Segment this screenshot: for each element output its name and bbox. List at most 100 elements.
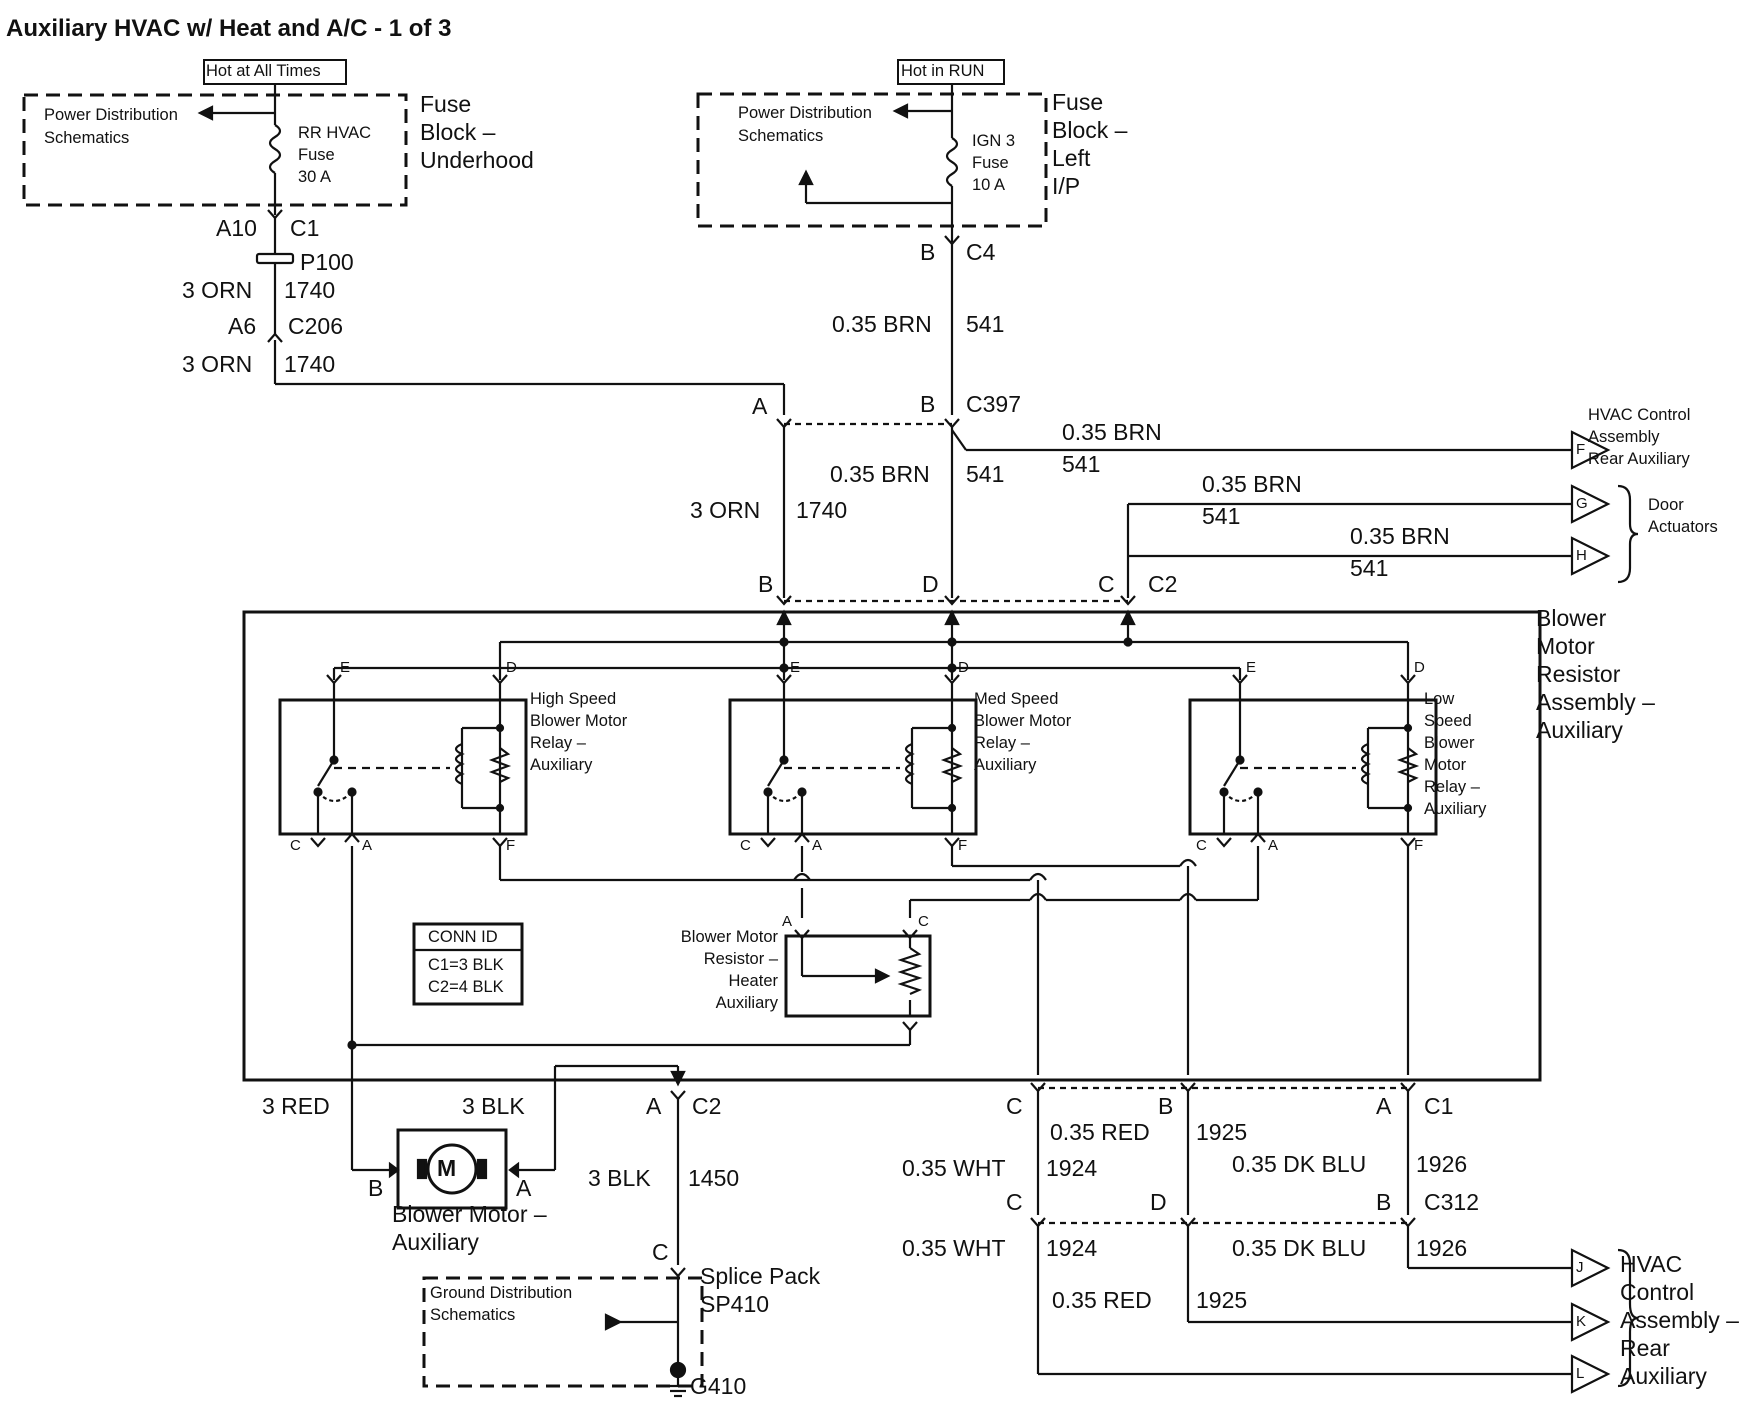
conn-b-c312: B <box>1376 1189 1392 1215</box>
conn-c312: C312 <box>1424 1189 1479 1215</box>
door-actuators-link[interactable]: Door Actuators <box>1648 496 1718 536</box>
terminal-j-icon <box>1570 1248 1611 1288</box>
brace-hvac-control <box>1617 1248 1639 1388</box>
r3-pin-d: D <box>1414 659 1425 676</box>
hvac-control-rear-link-2[interactable]: HVAC Control Assembly – Rear Auxiliary <box>1620 1251 1739 1389</box>
wire-3red: 3 RED <box>262 1093 330 1119</box>
conn-a-c2: A <box>646 1093 662 1119</box>
power-distribution-link-2[interactable]: Power Distribution Schematics <box>738 104 872 145</box>
conn-b-c397: B <box>920 391 936 417</box>
conn-id-c1: C1=3 BLK <box>428 956 504 974</box>
conn-id-c2: C2=4 BLK <box>428 978 504 996</box>
high-relay-outline <box>278 698 528 836</box>
circuit-1450: 1450 <box>688 1165 740 1191</box>
conn-c-bottom: C <box>1006 1093 1023 1119</box>
power-distribution-link-1[interactable]: Power Distribution Schematics <box>44 106 178 147</box>
terminal-h: H <box>1576 547 1587 564</box>
wire-dkblu-2: 0.35 DK BLU <box>1232 1235 1367 1261</box>
arrow-right-icon <box>874 968 891 984</box>
motor-pin-a: A <box>516 1175 532 1201</box>
terminal-f: F <box>1576 441 1586 458</box>
fuse-block-underhood-outline <box>22 93 408 207</box>
circuit-1925-1: 1925 <box>1196 1119 1248 1145</box>
r2-pin-c: C <box>740 837 751 854</box>
circuit-541-1: 541 <box>966 311 1005 337</box>
hvac-control-rear-link-1[interactable]: HVAC Control Assembly Rear Auxiliary <box>1588 406 1691 468</box>
conn-a6: A6 <box>228 313 257 339</box>
fuse-icon-1 <box>268 124 282 174</box>
conn-a-bottom: A <box>1376 1093 1392 1119</box>
terminal-g: G <box>1576 495 1588 512</box>
fuse-icon-2 <box>945 137 959 187</box>
conn-d-top: D <box>922 571 939 597</box>
wire-3orn-3: 3 ORN <box>690 497 761 523</box>
low-relay-outline <box>1188 698 1438 836</box>
conn-c1-top: C1 <box>290 215 320 241</box>
wire-brn-5: 0.35 BRN <box>1350 523 1450 549</box>
high-relay-internals <box>313 683 512 834</box>
terminal-l-icon <box>1570 1354 1611 1394</box>
page-title: Auxiliary HVAC w/ Heat and A/C - 1 of 3 <box>6 15 452 42</box>
fuse-block-left-ip-label: Fuse Block – Left I/P <box>1052 89 1128 199</box>
splice-pack-outline <box>422 1276 704 1388</box>
r3-pin-c: C <box>1196 837 1207 854</box>
r3-pin-f: F <box>1414 837 1424 854</box>
conn-c2-bottom: C2 <box>692 1093 722 1119</box>
blower-motor-outline <box>396 1128 508 1210</box>
circuit-1926-2: 1926 <box>1416 1235 1468 1261</box>
circuit-541-4: 541 <box>1202 503 1241 529</box>
arrow-up-icon <box>798 169 814 186</box>
hot-all-times-label: Hot at All Times <box>206 62 321 80</box>
low-relay-internals <box>1219 683 1420 834</box>
conn-id-title: CONN ID <box>428 928 498 946</box>
circuit-541-5: 541 <box>1350 555 1389 581</box>
wire-brn-2: 0.35 BRN <box>830 461 930 487</box>
brace-door-actuators <box>1617 484 1639 584</box>
fuse-block-left-ip-outline <box>696 92 1048 228</box>
conn-b-c4: B <box>920 239 936 265</box>
arrow-right-icon <box>604 1313 623 1331</box>
splice-pack-label: Splice Pack SP410 <box>700 1263 821 1317</box>
ground-distribution-link[interactable]: Ground Distribution Schematics <box>430 1284 573 1324</box>
res-pin-a: A <box>782 913 793 930</box>
resistor-assembly-outline <box>242 610 1542 1082</box>
r1-pin-f: F <box>506 837 516 854</box>
conn-a10: A10 <box>216 215 257 241</box>
terminal-l: L <box>1576 1365 1585 1382</box>
hot-in-run-label: Hot in RUN <box>901 62 985 80</box>
conn-c397: C397 <box>966 391 1021 417</box>
circuit-1925-2: 1925 <box>1196 1287 1248 1313</box>
r2-pin-a: A <box>812 837 823 854</box>
terminal-j: J <box>1576 1259 1584 1276</box>
terminal-g-icon <box>1570 484 1611 524</box>
wire-brn-3: 0.35 BRN <box>1062 419 1162 445</box>
blower-motor-label: Blower Motor – Auxiliary <box>392 1201 547 1255</box>
conn-c2-top: C2 <box>1148 571 1178 597</box>
wire-3orn-1: 3 ORN <box>182 277 253 303</box>
r2-pin-e: E <box>790 659 801 676</box>
terminal-k-icon <box>1570 1302 1611 1342</box>
circuit-541-3: 541 <box>1062 451 1101 477</box>
conn-d-c312: D <box>1150 1189 1167 1215</box>
med-relay-internals <box>763 683 964 834</box>
blower-motor-resistor-assembly-label: Blower Motor Resistor Assembly – Auxilia… <box>1536 605 1655 743</box>
r1-pin-a: A <box>362 837 373 854</box>
circuit-1740-1: 1740 <box>284 277 336 303</box>
high-speed-relay-label: High Speed Blower Motor Relay – Auxiliar… <box>530 690 628 774</box>
terminal-h-icon <box>1570 536 1611 576</box>
r1-pin-e: E <box>340 659 351 676</box>
wire-3blk-1: 3 BLK <box>462 1093 525 1119</box>
fuse-block-underhood-label: Fuse Block – Underhood <box>420 91 534 173</box>
r1-pin-c: C <box>290 837 301 854</box>
resistor-heater-outline <box>784 934 932 1018</box>
resistor-heater-label: Blower Motor Resistor – Heater Auxiliary <box>680 928 778 1012</box>
r1-pin-d: D <box>506 659 517 676</box>
circuit-1924-2: 1924 <box>1046 1235 1098 1261</box>
wire-dkblu-1: 0.35 DK BLU <box>1232 1151 1367 1177</box>
terminal-k: K <box>1576 1313 1587 1330</box>
conn-id-outline <box>412 922 524 1006</box>
arrow-left-icon <box>892 103 909 119</box>
terminal-f-icon <box>1570 430 1611 470</box>
r3-pin-a: A <box>1268 837 1279 854</box>
wire-wht-2: 0.35 WHT <box>902 1235 1006 1261</box>
